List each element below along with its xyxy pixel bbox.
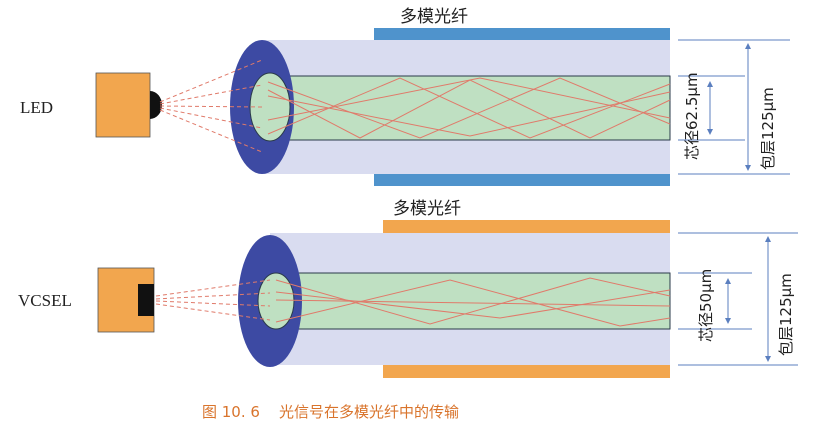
emission-rays — [155, 279, 271, 321]
core-dimension — [678, 75, 745, 141]
core-diameter-label-1: 芯径62.5μm — [683, 72, 701, 160]
led-source-box — [95, 72, 151, 138]
source-label-led: LED — [20, 98, 53, 117]
core-diameter-label-2: 芯径50μm — [697, 269, 715, 342]
core-dimension — [678, 272, 752, 330]
light-rays — [275, 277, 671, 327]
fiber-title-1: 多模光纤 — [400, 7, 468, 27]
fiber-vcsel: VCSEL 多模光纤 芯径50μm 包层125μm — [18, 199, 798, 378]
cladding-diameter-label-1: 包层125μm — [759, 87, 777, 170]
fiber-title-2: 多模光纤 — [393, 199, 461, 219]
cladding-dimension — [678, 232, 798, 366]
cladding-dimension — [678, 39, 790, 175]
cladding-diameter-label-2: 包层125μm — [777, 273, 795, 356]
light-rays — [267, 77, 671, 139]
fiber-end-core — [249, 72, 291, 142]
figure-caption: 图 10. 6 光信号在多模光纤中的传输 — [202, 403, 459, 421]
emission-rays — [159, 59, 263, 153]
fiber-led: LED 多模光纤 芯径62.5μm 包层125μm — [20, 7, 790, 186]
fiber-end-core — [257, 272, 295, 330]
source-label-vcsel: VCSEL — [18, 291, 72, 310]
led-dome — [150, 91, 162, 119]
vcsel-emitter — [138, 284, 154, 316]
